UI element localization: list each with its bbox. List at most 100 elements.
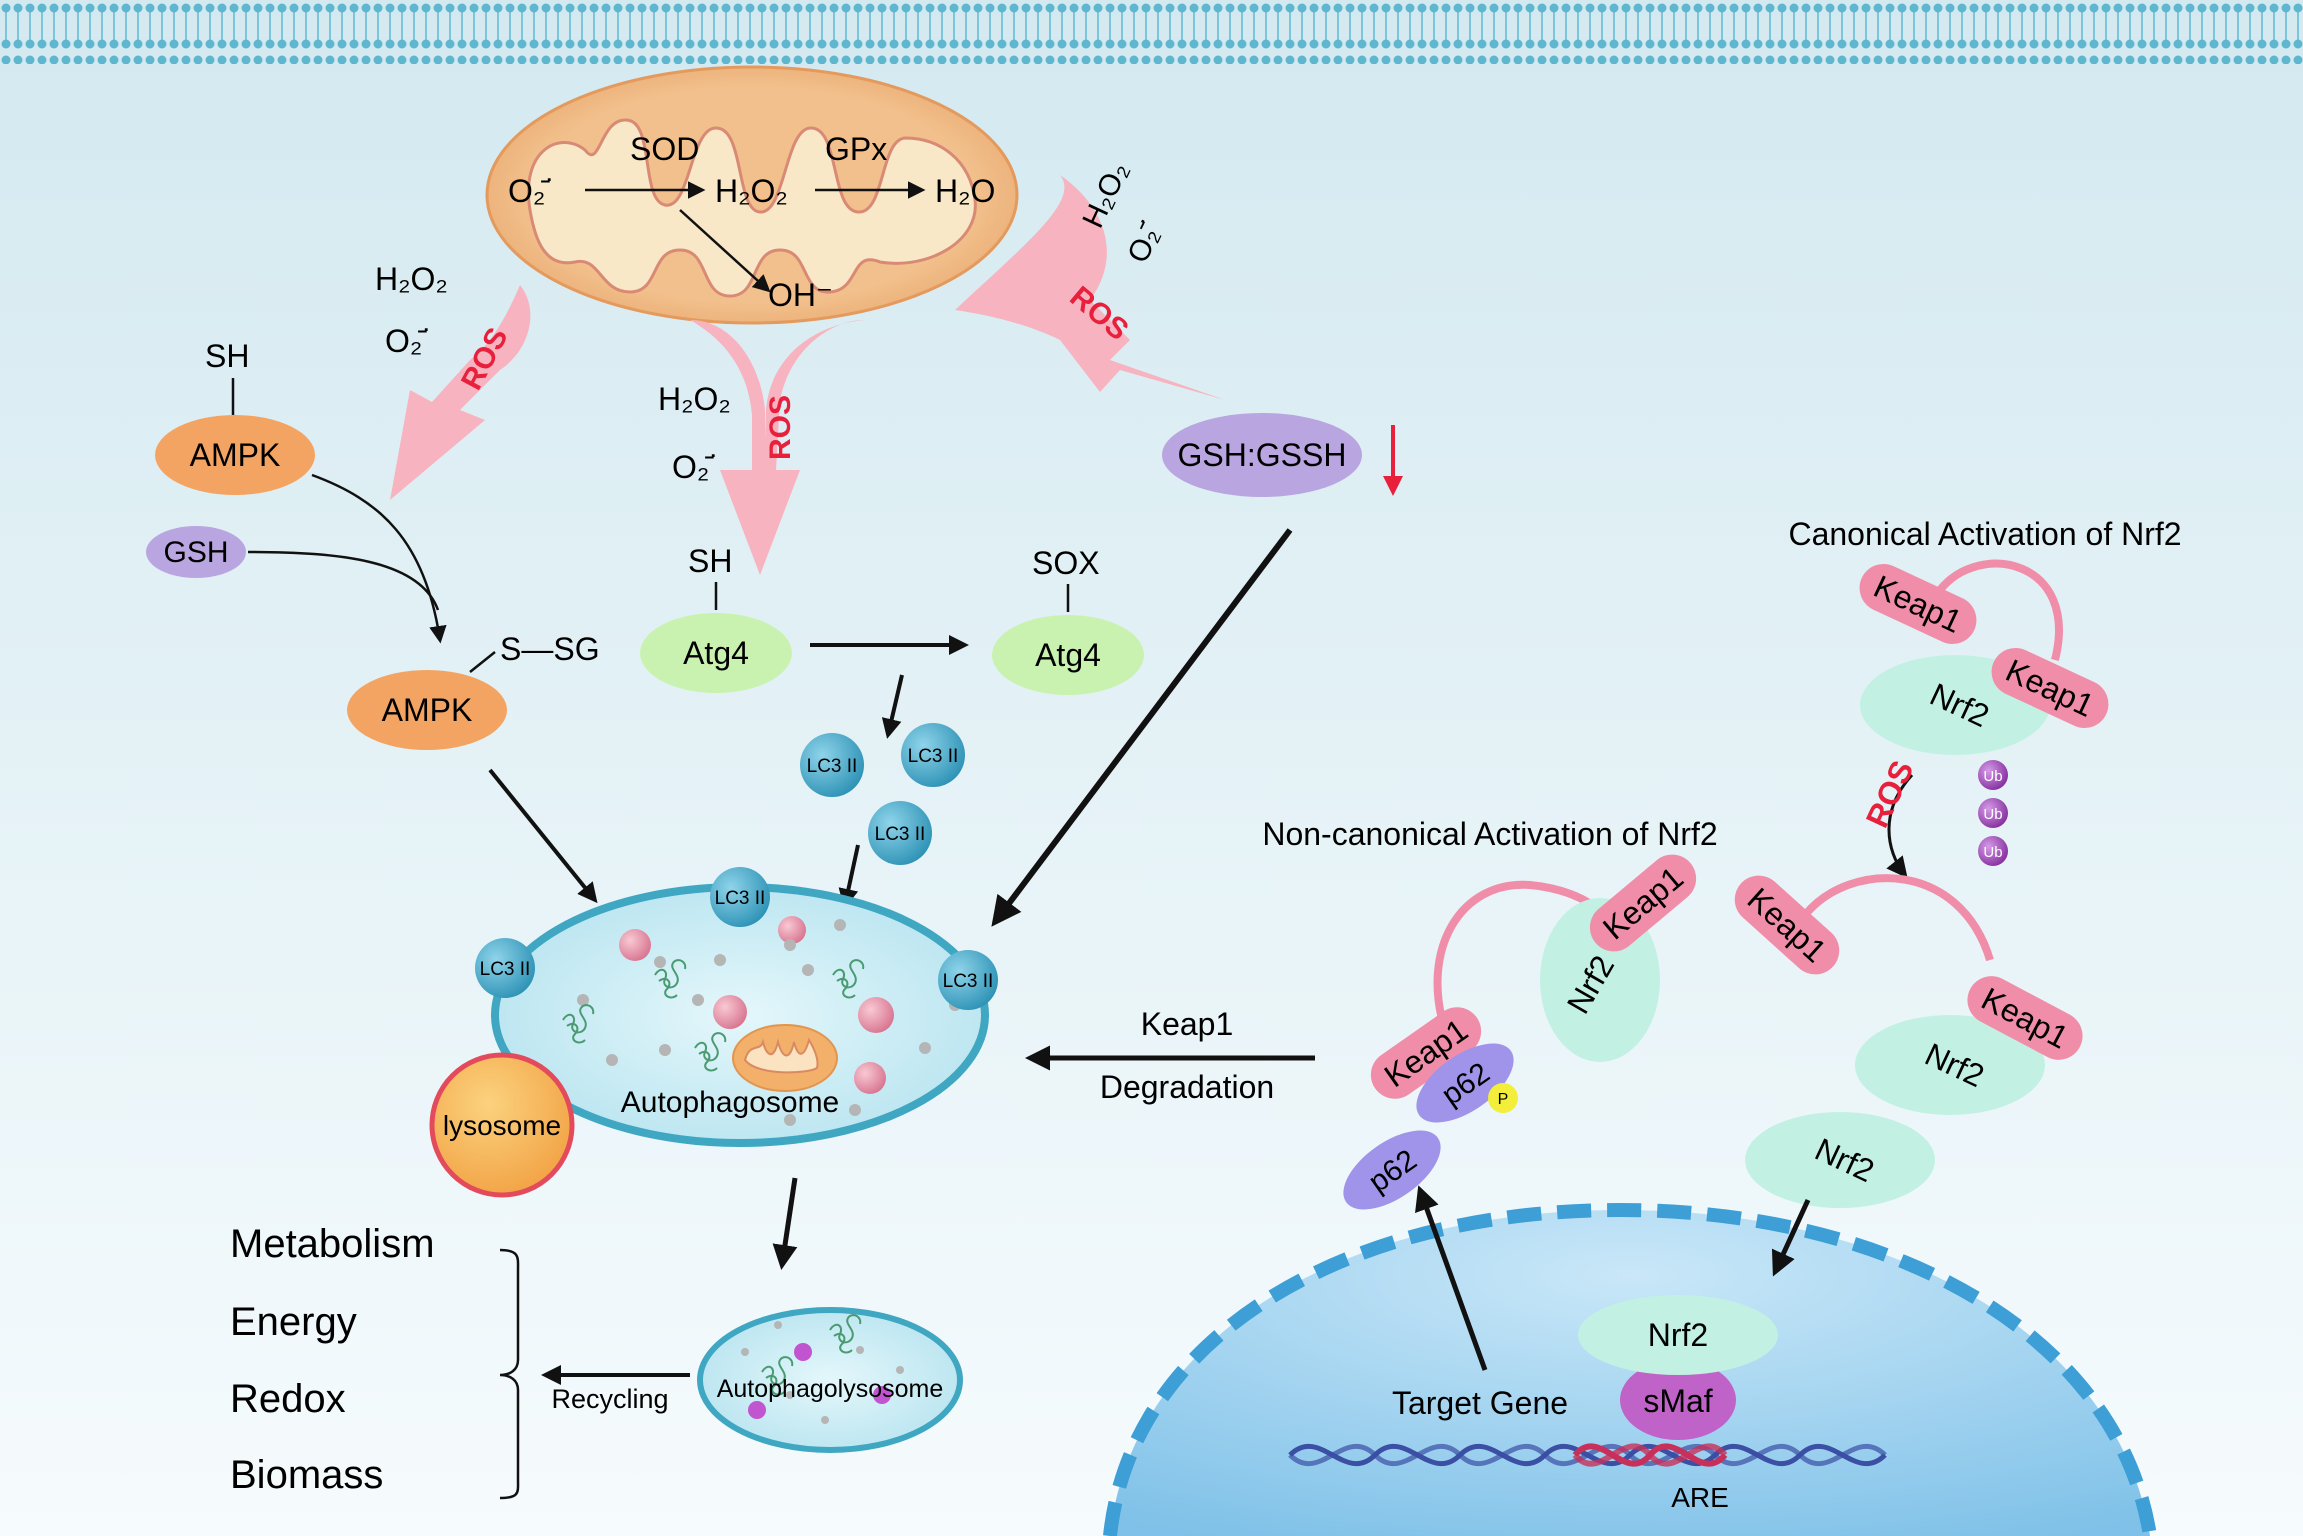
mitochondrion-icon [485, 65, 1019, 325]
lc3-bound [710, 867, 770, 927]
ros-dissociation-arrow [1886, 773, 1914, 879]
lc3-label: LC3 II [480, 959, 531, 980]
lc3-label: LC3 II [908, 746, 959, 767]
ampk-bottom-node [347, 670, 507, 750]
outcome-item: Metabolism [230, 1222, 435, 1266]
ubiquitin-icon [1978, 836, 2008, 866]
nrf2-nuclear-label: Nrf2 [1648, 1317, 1708, 1353]
sod-label: SOD [630, 131, 699, 167]
ubiquitin-icon [1978, 798, 2008, 828]
phosphate-label: P [1498, 1091, 1509, 1108]
outcome-bracket [499, 1248, 520, 1500]
recycling-label: Recycling [551, 1384, 668, 1414]
oh-label: OH⁻ [768, 277, 833, 313]
lc3-particle [800, 733, 864, 797]
nrf2-translocation-arrow [1771, 1198, 1811, 1277]
canonical-title: Canonical Activation of Nrf2 [1788, 516, 2181, 552]
keap1-node [1991, 647, 2109, 729]
autophagosome-label: Autophagosome [621, 1086, 840, 1119]
atg4-branch: SH Atg4 SOX Atg4 [640, 543, 1144, 739]
lysosome [429, 1052, 575, 1198]
atg4-reduced-label: Atg4 [683, 635, 749, 671]
lc3-label: LC3 II [807, 756, 858, 777]
gsh-label: GSH [163, 536, 228, 569]
gsh-gssh-label: GSH:GSSH [1178, 437, 1347, 473]
ssg-bond [469, 651, 496, 673]
outcome-item: Energy [230, 1300, 357, 1344]
h2o2-label: H₂O₂ [715, 173, 788, 209]
ampk-glutathionylation-arrow [311, 473, 447, 644]
h2o2-left: H₂O₂ [375, 261, 448, 297]
atg4-oxidized-label: Atg4 [1035, 637, 1101, 673]
o2-radical-label: O₂̄˙ [508, 173, 556, 209]
ubiquitin-chain: Ub Ub Ub [1978, 760, 2008, 866]
gsh-to-autophagosome-arrow [991, 528, 1293, 927]
atg4-oxidized-node [992, 615, 1144, 695]
nrf2-nuclear-node [1578, 1295, 1778, 1375]
lc3-bound [938, 950, 998, 1010]
ssg-label: S—SG [500, 631, 600, 667]
ub-label: Ub [1983, 806, 2002, 823]
ampk-to-autophagosome-arrow [488, 768, 598, 904]
ubiquitin-icon [1978, 760, 2008, 790]
are-label: ARE [1671, 1482, 1729, 1513]
p62-bound-node [1416, 1043, 1514, 1123]
ub-label: Ub [1983, 844, 2002, 861]
ros-arrow-middle: ROS [690, 320, 865, 575]
lc3-free-cluster: LC3 II LC3 II LC3 II [800, 723, 965, 909]
gsh-join-line [247, 550, 440, 611]
o2-middle: O₂̄˙ [672, 449, 720, 485]
o2-left: O₂̄˙ [385, 323, 433, 359]
ub-label: Ub [1983, 768, 2002, 785]
keap1-node [1734, 875, 1840, 975]
autophagolysosome-label: Autophagolysosome [717, 1375, 944, 1403]
lc3-label: LC3 II [715, 888, 766, 909]
ampk-top-node [155, 415, 315, 495]
target-gene-label: Target Gene [1392, 1385, 1568, 1421]
keap1-degradation-line1: Keap1 [1141, 1006, 1234, 1042]
autophagosome-to-autophagolysosome-arrow [772, 1177, 798, 1270]
gsh-node [146, 526, 246, 578]
lc3-particle [868, 801, 932, 865]
ampk-branch: SH AMPK GSH S—SG AMPK [146, 338, 600, 904]
nrf2-node [1855, 1015, 2045, 1115]
p62-free-node [1343, 1130, 1441, 1210]
ros-label-middle: ROS [764, 395, 797, 460]
lc3-particle [901, 723, 965, 787]
noncanonical-title: Non-canonical Activation of Nrf2 [1262, 816, 1717, 852]
autophagosome: Autophagosome LC3 II LC3 II LC3 II lysos… [429, 867, 998, 1198]
smaf-label: sMaf [1643, 1383, 1712, 1419]
outcomes-list: Metabolism Energy Redox Biomass [230, 1222, 435, 1497]
keap1-node [1370, 1007, 1482, 1099]
mitochondrion-icon [732, 1024, 838, 1092]
cell-membrane [0, 0, 2303, 64]
atg4-to-lc3-arrow [881, 674, 904, 739]
gsh-gssh-ratio: GSH:GSSH [991, 413, 1403, 927]
nucleus [1103, 1202, 2157, 1536]
h2o-label: H₂O [935, 173, 995, 209]
lc3-to-autophagosome-arrow [838, 844, 860, 909]
autophagolysosome: Autophagolysosome [697, 1307, 963, 1453]
lysosome-label: lysosome [443, 1110, 561, 1141]
keap1-degradation-line2: Degradation [1100, 1069, 1274, 1105]
oh-arrow [679, 209, 771, 293]
smaf-node [1620, 1360, 1736, 1440]
ampk-sh-label: SH [205, 338, 249, 374]
lc3-bound [475, 938, 535, 998]
atg4-reduced-node [640, 613, 792, 693]
outcome-item: Redox [230, 1377, 346, 1421]
target-gene-to-p62-arrow [1415, 1185, 1488, 1371]
keap1-node [1589, 854, 1697, 952]
keap1-node [1967, 976, 2083, 1060]
nrf2-free-node [1745, 1112, 1935, 1208]
mitochondrial-reactions: SOD GPx O₂̄˙ H₂O₂ H₂O OH⁻ [508, 131, 995, 313]
gpx-label: GPx [825, 131, 887, 167]
dna-helix-icon [1288, 1443, 1887, 1467]
atg4-sh-label: SH [688, 543, 732, 579]
sox-label: SOX [1032, 545, 1100, 581]
ampk-top-label: AMPK [190, 437, 281, 473]
h2o2-middle: H₂O₂ [658, 381, 731, 417]
lc3-label: LC3 II [875, 824, 926, 845]
gsh-gssh-node [1162, 413, 1362, 497]
